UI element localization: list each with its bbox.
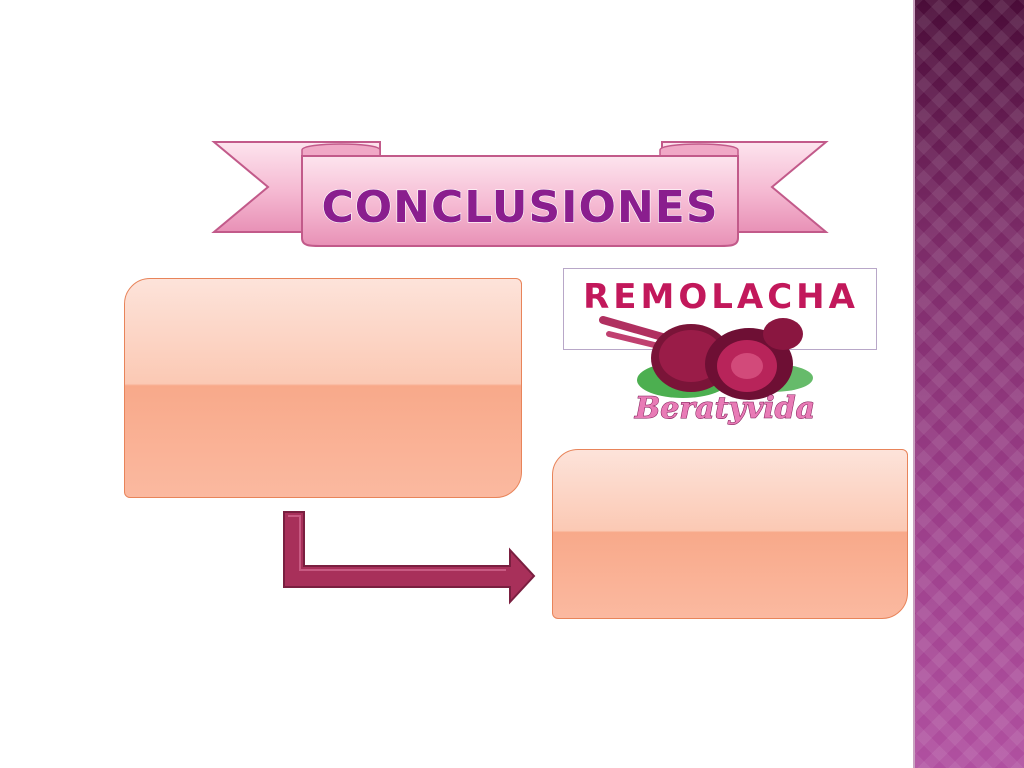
logo-word: REMOLACHA xyxy=(583,277,859,317)
logo-brand: Beratyvida xyxy=(634,391,815,426)
content-box-right xyxy=(552,449,908,619)
side-decorative-band xyxy=(913,0,1024,768)
content-box-left xyxy=(124,278,522,498)
beet-icon: REMOLACHA Beratyvida xyxy=(583,277,859,427)
page-title: CONCLUSIONES xyxy=(321,182,718,233)
remolacha-logo: REMOLACHA Beratyvida xyxy=(563,268,879,438)
ribbon-center xyxy=(301,155,739,247)
